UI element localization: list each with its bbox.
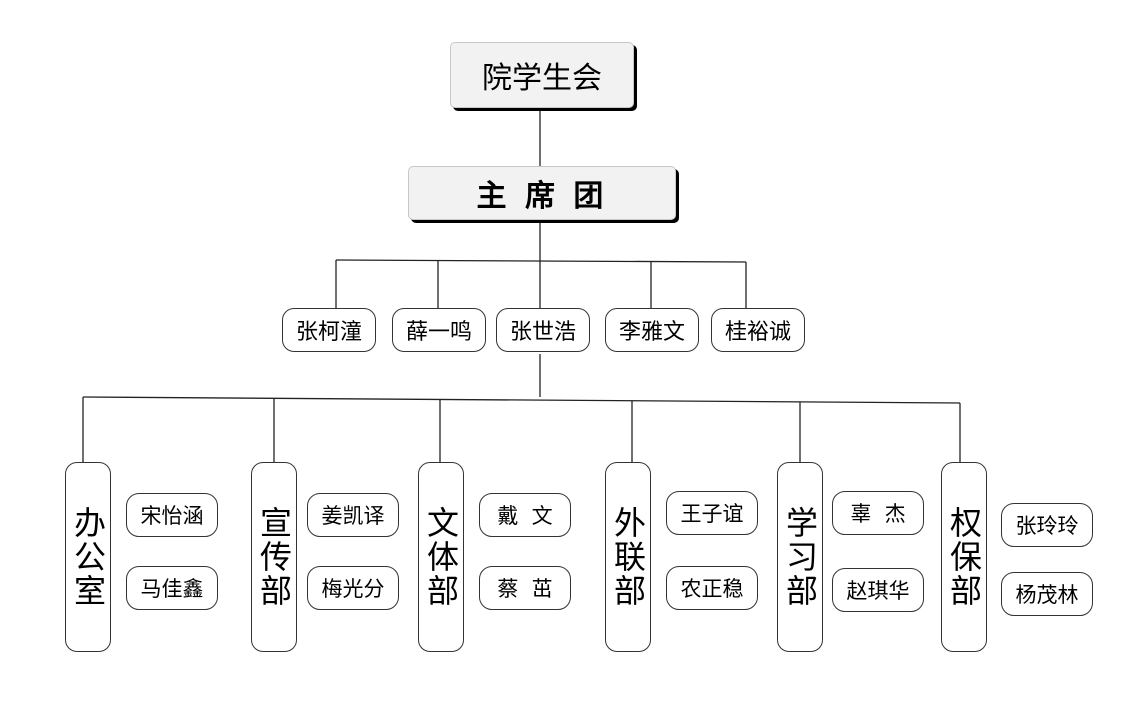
presidium-member: 张柯潼 xyxy=(282,308,376,352)
department-member: 宋怡涵 xyxy=(126,493,218,537)
presidium-member: 李雅文 xyxy=(605,308,699,352)
department-member: 马佳鑫 xyxy=(126,566,218,610)
department-member: 杨茂林 xyxy=(1001,572,1093,616)
connector-presidium-bar xyxy=(335,259,747,263)
presidium-node: 主 席 团 xyxy=(408,166,676,220)
department-box: 学习部 xyxy=(777,462,823,652)
department-member: 张玲玲 xyxy=(1001,503,1093,547)
department-member: 戴 文 xyxy=(479,493,571,537)
department-box: 办公室 xyxy=(65,462,111,652)
department-name: 办公室 xyxy=(69,506,107,608)
presidium-member: 张世浩 xyxy=(496,308,590,352)
department-name: 权保部 xyxy=(945,506,983,608)
department-member: 王子谊 xyxy=(666,491,758,535)
department-name: 宣传部 xyxy=(255,506,293,608)
root-node: 院学生会 xyxy=(450,42,634,108)
department-box: 宣传部 xyxy=(251,462,297,652)
department-member: 赵琪华 xyxy=(832,568,924,612)
department-member: 蔡 茁 xyxy=(479,566,571,610)
presidium-member: 薛一鸣 xyxy=(392,308,486,352)
department-member: 农正稳 xyxy=(666,566,758,610)
department-name: 文体部 xyxy=(422,506,460,608)
department-member: 辜 杰 xyxy=(832,491,924,535)
department-member: 梅光分 xyxy=(307,566,399,610)
root-label: 院学生会 xyxy=(482,61,602,96)
department-name: 学习部 xyxy=(781,506,819,608)
presidium-member: 桂裕诚 xyxy=(711,308,805,352)
presidium-label: 主 席 团 xyxy=(476,179,608,214)
department-member: 姜凯译 xyxy=(307,493,399,537)
department-box: 外联部 xyxy=(605,462,651,652)
department-name: 外联部 xyxy=(609,506,647,608)
connector-dept-bar xyxy=(82,396,961,404)
department-box: 文体部 xyxy=(418,462,464,652)
department-box: 权保部 xyxy=(941,462,987,652)
